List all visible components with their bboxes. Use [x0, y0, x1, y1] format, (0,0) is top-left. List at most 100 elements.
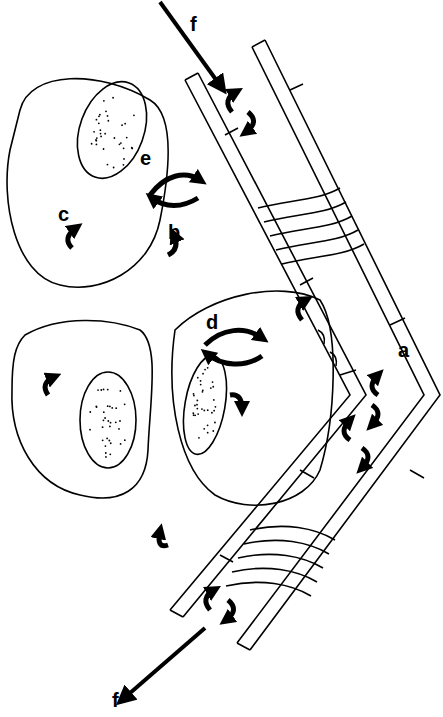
stipple-dot — [124, 123, 126, 125]
stipple-dot — [207, 424, 209, 426]
stipple-dot — [103, 411, 105, 413]
stipple-dot — [119, 143, 121, 145]
stipple-dot — [198, 437, 200, 439]
stipple-dot — [89, 429, 91, 431]
stipple-dot — [119, 420, 121, 422]
stipple-dot — [194, 405, 196, 407]
stipple-dot — [212, 430, 214, 432]
stipple-dot — [120, 443, 122, 445]
stipple-dot — [210, 387, 212, 389]
stipple-dot — [96, 144, 98, 146]
stipple-dot — [202, 391, 204, 393]
callout-letter: b — [168, 222, 180, 242]
callout-letter: f — [190, 14, 197, 34]
stipple-dot — [197, 377, 199, 379]
stipple-dot — [196, 400, 198, 402]
stipple-dot — [99, 114, 101, 116]
stipple-dot — [93, 131, 95, 133]
stipple-dot — [204, 369, 206, 371]
stipple-dot — [109, 426, 111, 428]
stipple-dot — [123, 158, 125, 160]
stipple-dot — [105, 456, 107, 458]
stipple-dot — [105, 110, 107, 112]
stipple-dot — [100, 133, 102, 135]
stipple-dot — [107, 120, 109, 122]
stipple-dot — [119, 390, 121, 392]
callout-letter: f — [112, 690, 119, 710]
stipple-dot — [214, 422, 216, 424]
stipple-dot — [107, 164, 109, 166]
stipple-dot — [98, 115, 100, 117]
stipple-dot — [103, 148, 105, 150]
stipple-dot — [109, 453, 111, 455]
stipple-dot — [200, 384, 202, 386]
stipple-dot — [107, 115, 109, 117]
stipple-dot — [203, 409, 205, 411]
stipple-dot — [194, 414, 196, 416]
stipple-dot — [115, 421, 117, 423]
stipple-dot — [96, 137, 98, 139]
stipple-dot — [104, 417, 106, 419]
stipple-dot — [120, 142, 122, 144]
stipple-dot — [102, 439, 104, 441]
stipple-dot — [202, 389, 204, 391]
stipple-dot — [124, 439, 126, 441]
stipple-dot — [108, 440, 110, 442]
callout-letter: a — [398, 340, 409, 360]
stipple-dot — [102, 426, 104, 428]
stipple-dot — [99, 129, 101, 131]
stipple-dot — [193, 414, 195, 416]
stipple-dot — [213, 399, 215, 401]
stipple-dot — [212, 381, 214, 383]
stipple-dot — [105, 445, 107, 447]
stipple-dot — [118, 428, 120, 430]
stipple-dot — [106, 438, 108, 440]
stipple-dot — [123, 164, 125, 166]
stipple-dot — [200, 380, 202, 382]
stipple-dot — [107, 389, 109, 391]
stipple-dot — [114, 137, 116, 139]
stipple-dot — [113, 167, 115, 169]
stipple-dot — [202, 373, 204, 375]
nucleus-stipple — [89, 97, 216, 458]
stipple-dot — [103, 419, 105, 421]
stipple-dot — [123, 147, 125, 149]
stipple-dot — [96, 119, 98, 121]
stipple-dot — [95, 406, 97, 408]
stipple-dot — [115, 407, 117, 409]
stipple-dot — [207, 409, 209, 411]
stipple-dot — [212, 386, 214, 388]
stipple-dot — [193, 393, 195, 395]
stipple-dot — [97, 389, 99, 391]
stipple-dot — [103, 100, 105, 102]
stipple-dot — [96, 406, 98, 408]
stipple-dot — [207, 367, 209, 369]
stipple-dot — [193, 395, 195, 397]
tissue-cells — [7, 72, 333, 505]
stipple-dot — [196, 408, 198, 410]
stipple-dot — [131, 147, 133, 149]
stipple-dot — [98, 122, 100, 124]
stipple-dot — [104, 133, 106, 135]
stipple-dot — [95, 139, 97, 141]
stipple-dot — [203, 428, 205, 430]
stipple-dot — [207, 432, 209, 434]
stipple-dot — [91, 143, 93, 145]
stipple-dot — [215, 406, 217, 408]
callout-letter: c — [58, 204, 69, 224]
stipple-dot — [100, 389, 102, 391]
stipple-dot — [105, 452, 107, 454]
stipple-dot — [103, 389, 105, 391]
stipple-dot — [201, 408, 203, 410]
stipple-dot — [111, 407, 113, 409]
stipple-dot — [213, 410, 215, 412]
stipple-dot — [192, 412, 194, 414]
stipple-dot — [112, 97, 114, 99]
stipple-dot — [124, 403, 126, 405]
capillary-wall — [170, 40, 440, 650]
stipple-dot — [211, 412, 213, 414]
stipple-dot — [107, 405, 109, 407]
stipple-dot — [110, 442, 112, 444]
stipple-dot — [196, 404, 198, 406]
